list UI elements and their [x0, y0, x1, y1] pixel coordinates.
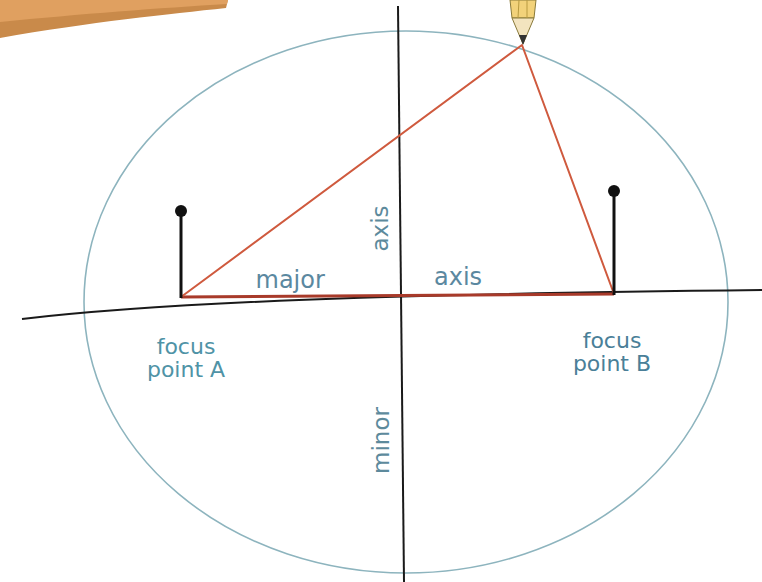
string — [181, 294, 614, 297]
axis-label: major — [256, 268, 325, 292]
brown-strip-highlight — [0, 0, 228, 22]
focus-label: focus point B — [572, 329, 652, 375]
ellipse-outline — [84, 31, 728, 573]
pencil — [510, 0, 536, 45]
pin-head — [608, 185, 620, 197]
pin — [180, 212, 183, 298]
brown-strip — [0, 0, 228, 38]
focus-label: focus point A — [146, 335, 226, 381]
axis-label: minor — [369, 407, 392, 474]
axis-label: axis — [369, 205, 392, 251]
major-axis-line — [22, 290, 762, 319]
pin-head — [175, 205, 187, 217]
axis-label: axis — [434, 265, 482, 289]
string — [181, 45, 614, 297]
pin — [613, 192, 616, 295]
